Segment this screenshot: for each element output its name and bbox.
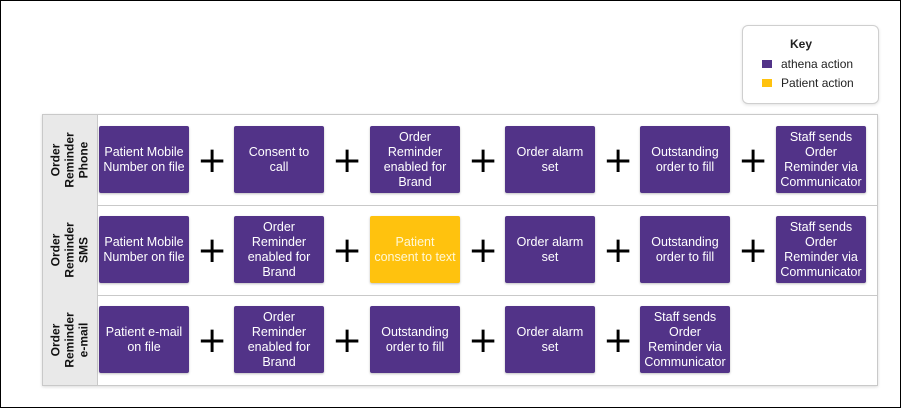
row-header-label: Order Reminder e-mail bbox=[49, 312, 91, 368]
legend-title: Key bbox=[789, 37, 812, 51]
plus-connector: + bbox=[197, 140, 228, 181]
plus-connector: + bbox=[468, 320, 499, 361]
athena-action-step: Order alarm set bbox=[505, 126, 595, 193]
athena-action-step: Staff sends Order Reminder via Communica… bbox=[776, 126, 866, 193]
athena-action-step: Order Reminder enabled for Brand bbox=[234, 216, 324, 283]
row-header: Order Reminder Phone bbox=[43, 115, 98, 205]
plus-connector: + bbox=[468, 230, 499, 271]
row-separator bbox=[43, 205, 877, 206]
legend-label-patient: Patient action bbox=[781, 76, 854, 90]
plus-connector: + bbox=[332, 320, 363, 361]
athena-action-step: Staff sends Order Reminder via Communica… bbox=[776, 216, 866, 283]
legend-label-athena: athena action bbox=[781, 57, 854, 71]
athena-action-step: Consent to call bbox=[234, 126, 324, 193]
patient-action-step: Patient consent to text bbox=[370, 216, 460, 283]
plus-connector: + bbox=[197, 230, 228, 271]
plus-connector: + bbox=[738, 140, 769, 181]
row-header-label: Order Reminder Phone bbox=[49, 132, 91, 188]
athena-action-step: Order Reminder enabled for Brand bbox=[370, 126, 460, 193]
plus-connector: + bbox=[468, 140, 499, 181]
athena-action-step: Staff sends Order Reminder via Communica… bbox=[640, 306, 730, 373]
plus-connector: + bbox=[332, 230, 363, 271]
athena-action-step: Patient Mobile Number on file bbox=[99, 126, 189, 193]
athena-action-step: Order alarm set bbox=[505, 306, 595, 373]
row-header: Order Reminder SMS bbox=[43, 205, 98, 295]
legend-item-patient: Patient action bbox=[762, 76, 854, 90]
row-header: Order Reminder e-mail bbox=[43, 295, 98, 385]
plus-connector: + bbox=[603, 230, 634, 271]
legend-swatch-patient bbox=[762, 79, 772, 87]
athena-action-step: Outstanding order to fill bbox=[640, 216, 730, 283]
athena-action-step: Outstanding order to fill bbox=[640, 126, 730, 193]
row-header-label: Order Reminder SMS bbox=[49, 222, 91, 278]
plus-connector: + bbox=[332, 140, 363, 181]
athena-action-step: Patient Mobile Number on file bbox=[99, 216, 189, 283]
athena-action-step: Order Reminder enabled for Brand bbox=[234, 306, 324, 373]
plus-connector: + bbox=[603, 320, 634, 361]
athena-action-step: Outstanding order to fill bbox=[370, 306, 460, 373]
row-separator bbox=[43, 295, 877, 296]
legend: Key athena action Patient action bbox=[742, 25, 879, 104]
plus-connector: + bbox=[738, 230, 769, 271]
athena-action-step: Order alarm set bbox=[505, 216, 595, 283]
legend-swatch-athena bbox=[762, 60, 772, 68]
athena-action-step: Patient e-mail on file bbox=[99, 306, 189, 373]
legend-item-athena: athena action bbox=[762, 57, 853, 71]
plus-connector: + bbox=[603, 140, 634, 181]
plus-connector: + bbox=[197, 320, 228, 361]
